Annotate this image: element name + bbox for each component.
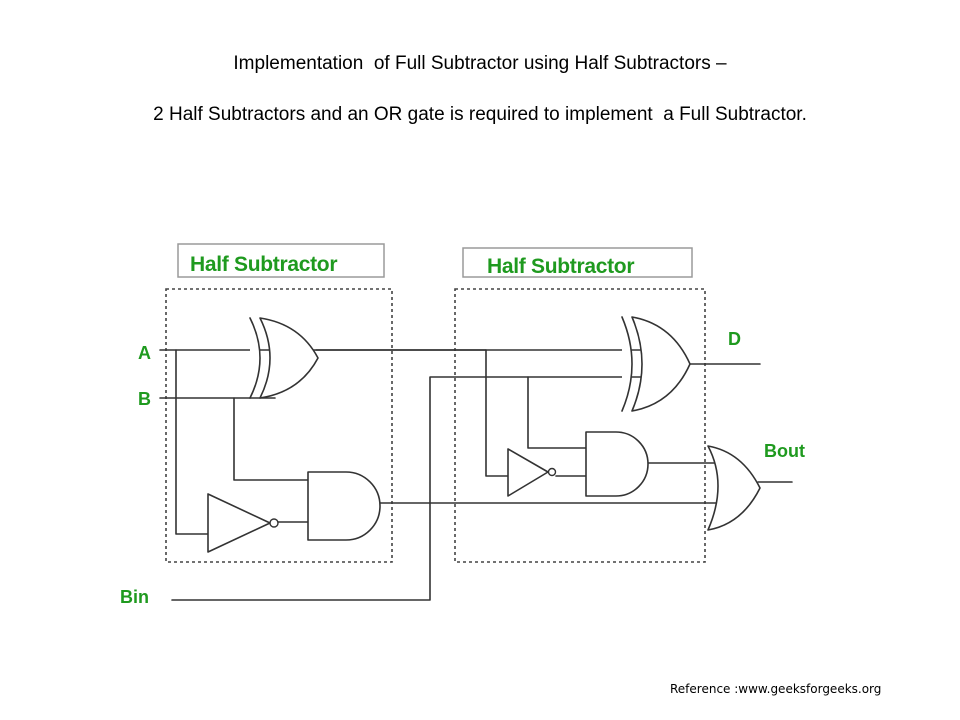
- output-bout-label: Bout: [764, 441, 805, 461]
- half-subtractor-label-box-2: [462, 247, 693, 278]
- wire-bin-branch: [527, 376, 587, 449]
- input-b-label: B: [138, 389, 151, 409]
- slide-subtitle: 2 Half Subtractors and an OR gate is req…: [153, 104, 807, 125]
- xor-gate-1: [249, 317, 319, 399]
- half-subtractor-label-1: Half Subtractor: [190, 253, 337, 276]
- output-d-label: D: [728, 329, 741, 349]
- half-subtractor-label-2: Half Subtractor: [487, 255, 634, 278]
- slide-title: Implementation of Full Subtractor using …: [233, 53, 727, 74]
- not-gate-2: [507, 448, 557, 497]
- half-subtractor-boundary-2: [454, 288, 706, 563]
- input-bin-label: Bin: [120, 587, 149, 607]
- and-gate-1: [307, 471, 381, 541]
- not-gate-1: [207, 493, 279, 553]
- and-gate-2: [585, 431, 649, 497]
- wires: [159, 349, 793, 601]
- half-subtractor-block-2: Half Subtractor: [454, 247, 706, 563]
- wire-bin: [171, 376, 653, 601]
- half-subtractor-block-1: Half Subtractor: [165, 243, 393, 563]
- wire-difference-1-branch: [485, 349, 509, 477]
- half-subtractor-label-box-1: [177, 243, 385, 278]
- wire-b-branch: [233, 397, 309, 481]
- reference-credit: Reference :www.geeksforgeeks.org: [670, 682, 882, 696]
- or-gate: [707, 445, 761, 531]
- xor-gate-2: [621, 316, 691, 412]
- wire-a-branch: [175, 349, 209, 535]
- half-subtractor-boundary-1: [165, 288, 393, 563]
- input-a-label: A: [138, 343, 151, 363]
